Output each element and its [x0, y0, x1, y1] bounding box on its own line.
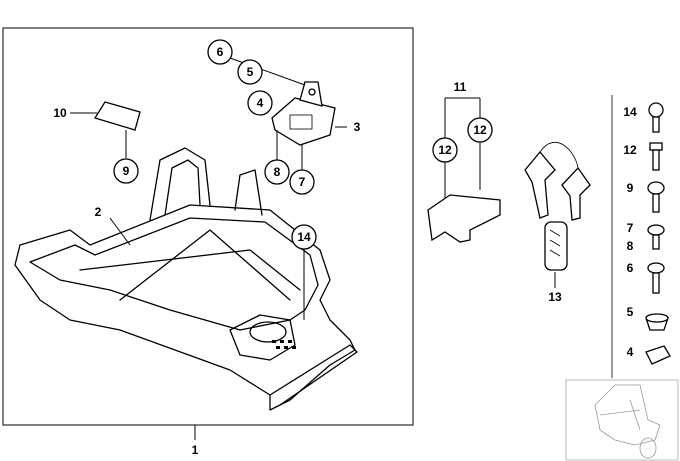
- legend-column: 14 12 9 7 8 6 5 4: [623, 102, 671, 365]
- label-6: 6: [217, 45, 224, 59]
- lock-set-part: [524, 141, 591, 271]
- mount-bracket-part: [271, 81, 336, 146]
- label-4: 4: [257, 96, 264, 110]
- legend-label-7: 7: [627, 221, 634, 235]
- label-13: 13: [548, 290, 562, 304]
- legend-label-6: 6: [627, 261, 634, 275]
- legend-label-8: 8: [627, 239, 634, 253]
- legend-label-9: 9: [627, 181, 634, 195]
- label-8: 8: [274, 165, 281, 179]
- main-assembly-box: [2, 27, 414, 426]
- label-11: 11: [454, 80, 467, 94]
- label-1: 1: [192, 443, 199, 457]
- label-12b: 12: [473, 123, 487, 137]
- clip-part: [93, 101, 141, 131]
- holder-part: [427, 194, 501, 243]
- label-7: 7: [299, 175, 306, 189]
- legend-label-4: 4: [627, 345, 634, 359]
- label-9: 9: [123, 164, 130, 178]
- luggage-rack-frame: [14, 147, 358, 411]
- label-10: 10: [53, 106, 67, 120]
- label-5: 5: [247, 65, 254, 79]
- label-14: 14: [297, 230, 311, 244]
- vehicle-thumbnail: [565, 379, 679, 461]
- legend-label-12: 12: [623, 143, 637, 157]
- label-12a: 12: [438, 143, 452, 157]
- label-3: 3: [354, 120, 361, 134]
- legend-label-14: 14: [623, 105, 637, 119]
- legend-label-5: 5: [627, 305, 634, 319]
- label-2: 2: [95, 205, 102, 219]
